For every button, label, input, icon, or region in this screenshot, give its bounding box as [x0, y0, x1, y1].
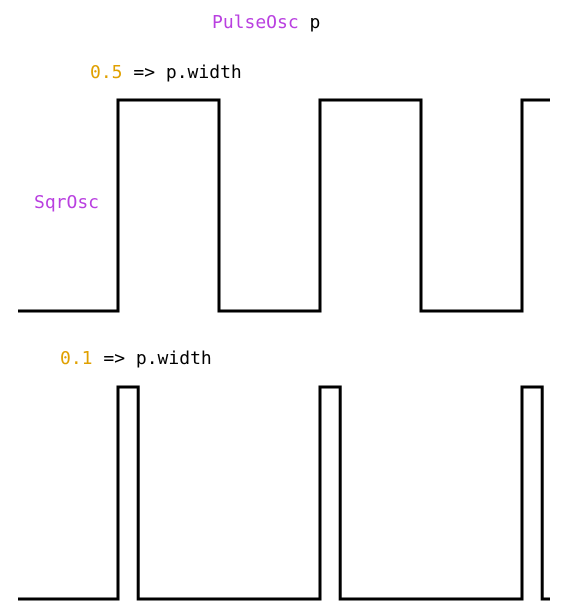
width-value-2-zero: 0 [60, 348, 71, 369]
code-header: PulseOsc p [212, 12, 320, 34]
square-wave-width-0-5 [18, 98, 550, 313]
pulse-wave-width-0-1 [18, 385, 550, 601]
variable-name: p [309, 12, 321, 33]
width-value-1-zero: 0 [90, 62, 101, 83]
width-statement-1: 0.5 => p.width [90, 62, 242, 84]
width-assign-1: => p.width [122, 62, 242, 83]
width-value-2-decimal: .1 [70, 348, 93, 369]
class-name: PulseOsc [212, 12, 299, 33]
sqrosc-label: SqrOsc [34, 192, 100, 213]
width-assign-2: => p.width [92, 348, 212, 369]
width-value-1-decimal: .5 [100, 62, 123, 83]
width-statement-2: 0.1 => p.width [60, 348, 212, 370]
